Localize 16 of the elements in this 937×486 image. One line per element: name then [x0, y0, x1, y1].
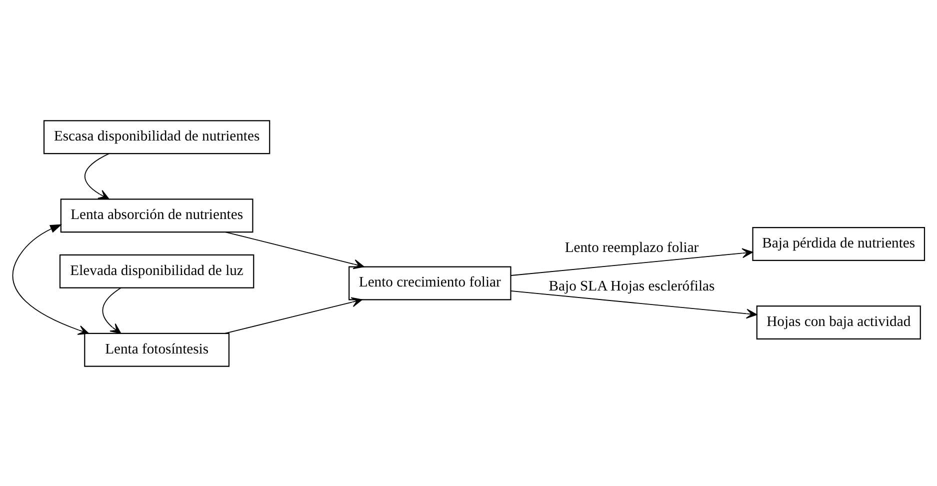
node-box: Hojas con baja actividad — [756, 305, 921, 339]
edge-label: Lento reemplazo foliar — [564, 239, 699, 256]
node-box: Baja pérdida de nutrientes — [752, 226, 926, 260]
arrow — [510, 248, 753, 276]
arrow — [510, 290, 758, 318]
node-box: Escasa disponibilidad de nutrientes — [43, 120, 270, 154]
arrow — [102, 286, 122, 334]
node-box: Lenta fotosíntesis — [84, 332, 230, 366]
arrow — [224, 231, 364, 269]
arrow — [84, 152, 110, 200]
edge-label: Bajo SLA Hojas esclerófilas — [548, 278, 715, 294]
node-box: Elevada disponibilidad de luz — [59, 254, 254, 288]
node-box: Lenta absorción de nutrientes — [60, 198, 254, 232]
arrow — [224, 296, 362, 334]
arrow — [12, 224, 90, 334]
node-box: Lento crecimiento foliar — [348, 266, 512, 300]
